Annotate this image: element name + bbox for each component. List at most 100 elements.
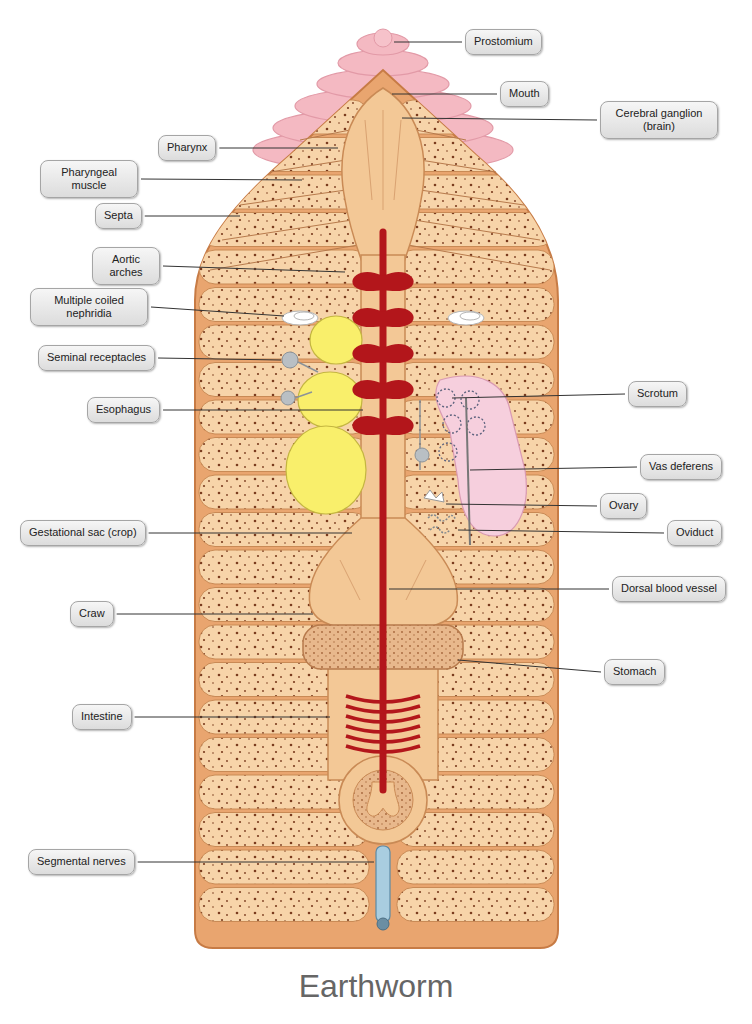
crop-fold (406, 560, 426, 600)
intestinal-vessel (346, 736, 420, 742)
label-text: Multiple coiled nephridia (39, 294, 139, 320)
intestinal-vessel (346, 726, 420, 732)
receptacle-duct (295, 392, 312, 398)
aortic-arch (352, 344, 383, 363)
leader-line (145, 216, 240, 217)
leader-line (163, 410, 363, 411)
label-text: Dorsal blood vessel (621, 582, 717, 595)
leader-lines (117, 42, 664, 862)
callout-label: Ovary (600, 493, 647, 518)
body-wall (195, 70, 558, 948)
aortic-arch (352, 308, 383, 327)
body-segment (397, 325, 554, 359)
body-segment (397, 888, 554, 922)
prostomium-tip (374, 29, 392, 47)
leader-line (141, 179, 302, 180)
pharyngeal-muscle-fiber (414, 220, 540, 240)
scrotum-sac (436, 376, 526, 536)
label-text: Esophagus (96, 403, 151, 416)
body-segment (199, 850, 369, 884)
callout-label: Esophagus (87, 397, 160, 422)
callout-label: Cerebral ganglion (brain) (600, 101, 718, 139)
callout-label: Pharyngeal muscle (40, 160, 138, 198)
label-text: Septa (104, 209, 133, 222)
intestinal-vessel (346, 746, 420, 752)
body-segment (199, 888, 369, 922)
ovary-shape (424, 490, 444, 502)
testis (415, 448, 429, 462)
leader-line (458, 530, 664, 533)
aortic-arch (383, 344, 414, 363)
aortic-arch (352, 416, 383, 435)
nerve-ganglion (377, 918, 389, 930)
callout-label: Stomach (604, 659, 665, 684)
callout-label: Craw (70, 601, 114, 626)
aortic-arch (383, 272, 414, 291)
leader-line (389, 589, 609, 590)
callout-label: Prostomium (465, 29, 542, 54)
label-text: Craw (79, 607, 105, 620)
body-segment (199, 213, 369, 247)
nephridium (448, 311, 484, 325)
label-text: Stomach (613, 665, 656, 678)
leader-line (402, 118, 597, 120)
leader-line (151, 307, 284, 316)
intestinal-vessel (346, 696, 420, 702)
aortic-arch (383, 380, 414, 399)
aortic-arch (383, 416, 414, 435)
label-text: Segmental nerves (37, 855, 126, 868)
seminal-vesicle (298, 372, 362, 428)
vas-deferens (466, 398, 470, 545)
leader-line (158, 358, 281, 360)
diagram-title: Earthworm (0, 968, 752, 1005)
aortic-arch (352, 380, 383, 399)
testis-coil (461, 391, 479, 409)
callout-label: Multiple coiled nephridia (30, 288, 148, 326)
nephridium-coil (294, 312, 314, 320)
leader-line (163, 266, 345, 272)
label-text: Seminal receptacles (47, 351, 146, 364)
callout-label: Segmental nerves (28, 849, 135, 874)
body-segment (397, 850, 554, 884)
body-segment (199, 100, 369, 134)
callout-label: Mouth (500, 81, 549, 106)
pharyngeal-muscle-fiber (240, 190, 346, 205)
callout-label: Pharynx (158, 135, 216, 160)
callout-label: Vas deferens (640, 454, 722, 479)
leader-line (452, 394, 625, 398)
body-segment (199, 250, 369, 284)
pharyngeal-muscle-fiber (416, 130, 466, 140)
label-text: Pharynx (167, 141, 207, 154)
pharyngeal-muscle-fiber (222, 220, 352, 240)
pharyngeal-muscle-fiber (270, 160, 346, 172)
leader-line (446, 504, 597, 506)
callout-label: Oviduct (667, 520, 722, 545)
intestinal-vessel (346, 706, 420, 712)
label-text: Prostomium (474, 35, 533, 48)
pharynx-fold (394, 120, 401, 200)
label-text: Vas deferens (649, 460, 713, 473)
label-text: Ovary (609, 499, 638, 512)
testis-coil (467, 417, 485, 435)
leader-line (392, 94, 497, 95)
label-text: Oviduct (676, 526, 713, 539)
seminal-receptacle (281, 391, 295, 405)
testis-coil (443, 415, 461, 433)
label-text: Gestational sac (crop) (29, 526, 137, 539)
label-text: Pharyngeal muscle (49, 166, 129, 192)
seminal-vesicle (286, 426, 366, 514)
leader-line (135, 717, 330, 718)
label-text: Mouth (509, 87, 540, 100)
pharyngeal-muscle-fiber (300, 130, 350, 140)
label-text: Intestine (81, 710, 123, 723)
label-text: Cerebral ganglion (brain) (609, 107, 709, 133)
leader-line (149, 533, 352, 534)
callout-label: Dorsal blood vessel (612, 576, 726, 601)
pharyngeal-muscle-fiber (420, 190, 524, 205)
nephridium-coil (460, 312, 480, 320)
nephridium (282, 311, 318, 325)
callout-label: Scrotum (628, 381, 687, 406)
label-text: Scrotum (637, 387, 678, 400)
callout-label: Intestine (72, 704, 132, 729)
artwork (195, 29, 558, 948)
